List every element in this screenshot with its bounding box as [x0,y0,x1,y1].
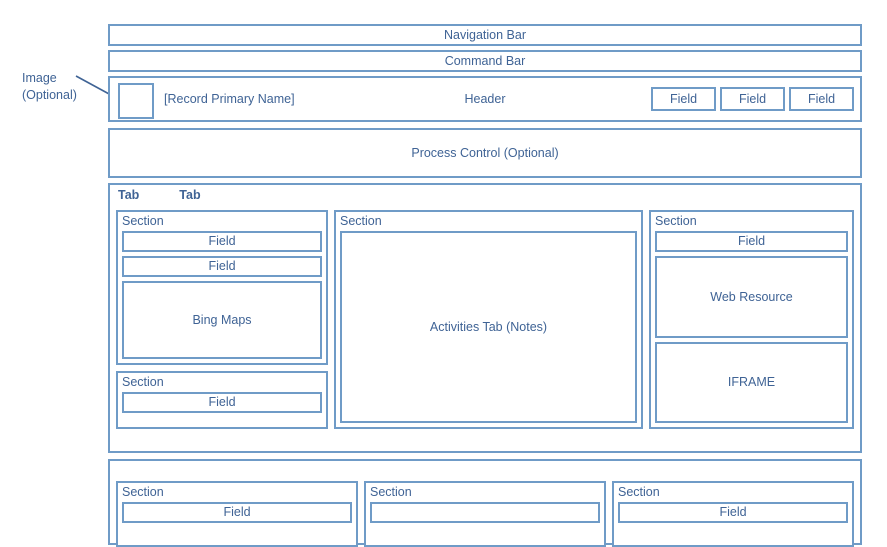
web-resource-label: Web Resource [710,289,793,304]
header-fields-group: Field Field Field [651,87,854,111]
bottom-section-2-title: Section [370,485,412,499]
section-left-top-title: Section [122,214,164,228]
bottom-field-3-label: Field [719,505,747,520]
middle-column: Section Activities Tab (Notes) [334,210,643,445]
iframe-label: IFRAME [727,375,776,390]
record-header: [Record Primary Name] Header Field Field… [108,76,862,122]
wireframe-page: Image (Optional) Navigation Bar Command … [22,24,862,547]
navigation-bar-label: Navigation Bar [444,27,526,42]
bottom-section-3-title: Section [618,485,660,499]
section-right-title: Section [655,214,697,228]
left-column: Section Field Field Bing Maps [116,210,328,445]
right-field-1-label: Field [737,234,766,249]
process-control-bar[interactable]: Process Control (Optional) [108,128,862,178]
command-bar-label: Command Bar [444,53,526,68]
bing-maps-label: Bing Maps [192,312,252,327]
header-field-1[interactable]: Field [651,87,716,111]
form-tab-container: Tab Tab Section Field Field Bi [108,183,862,453]
left-bottom-field-1-label: Field [208,395,236,410]
header-field-1-label: Field [669,91,698,106]
section-middle: Section Activities Tab (Notes) [334,210,643,429]
tab-strip: Tab Tab [118,189,201,207]
header-label: Header [464,92,506,106]
section-left-bottom: Section Field [116,371,328,429]
section-left-top: Section Field Field Bing Maps [116,210,328,365]
tab-item-2[interactable]: Tab [179,188,201,202]
right-column: Section Field Web Resource IFRAME [649,210,854,445]
activities-tab-label: Activities Tab (Notes) [429,319,548,334]
activities-tab-control[interactable]: Activities Tab (Notes) [340,231,637,423]
left-field-1-label: Field [208,234,236,249]
form-tab-container-bottom: Section Field Section Section [108,459,862,547]
tab-item-1[interactable]: Tab [118,188,140,202]
section-middle-body: Activities Tab (Notes) [340,231,637,423]
bottom-section-2: Section [364,481,606,547]
left-bottom-field-1[interactable]: Field [122,392,322,414]
bottom-field-1-label: Field [223,505,251,520]
header-field-2[interactable]: Field [720,87,785,111]
bottom-field-1[interactable]: Field [122,502,352,524]
annotation-line-2: (Optional) [22,87,77,102]
bing-maps-control[interactable]: Bing Maps [122,281,322,359]
bottom-tab-body: Section Field Section Section [116,481,854,547]
record-primary-name: [Record Primary Name] [164,91,295,106]
process-control-label: Process Control (Optional) [411,145,559,160]
command-bar[interactable]: Command Bar [108,50,862,72]
bottom-section-3-body: Field [618,502,848,541]
bottom-section-2-body [370,502,600,541]
section-left-bottom-title: Section [122,375,164,389]
bottom-field-3[interactable]: Field [618,502,848,524]
image-optional-annotation: Image (Optional) [22,70,108,104]
header-field-3[interactable]: Field [789,87,854,111]
section-right: Section Field Web Resource IFRAME [649,210,854,429]
bottom-section-1-title: Section [122,485,164,499]
left-field-2-label: Field [208,259,236,274]
section-right-body: Field Web Resource IFRAME [655,231,848,423]
section-left-top-body: Field Field Bing Maps [122,231,322,359]
bottom-field-2[interactable] [370,502,600,524]
section-left-bottom-body: Field [122,392,322,423]
record-image-placeholder[interactable] [118,83,154,119]
iframe-control[interactable]: IFRAME [655,341,848,423]
bottom-section-1: Section Field [116,481,358,547]
web-resource-control[interactable]: Web Resource [655,256,848,338]
header-field-3-label: Field [807,91,836,106]
bottom-section-3: Section Field [612,481,854,547]
tab-body: Section Field Field Bing Maps [116,210,854,445]
header-field-2-label: Field [738,91,767,106]
annotation-line-1: Image [22,71,57,85]
right-field-1[interactable]: Field [655,231,848,253]
bottom-section-1-body: Field [122,502,352,541]
left-field-2[interactable]: Field [122,256,322,278]
navigation-bar[interactable]: Navigation Bar [108,24,862,46]
left-field-1[interactable]: Field [122,231,322,253]
section-middle-title: Section [340,214,382,228]
